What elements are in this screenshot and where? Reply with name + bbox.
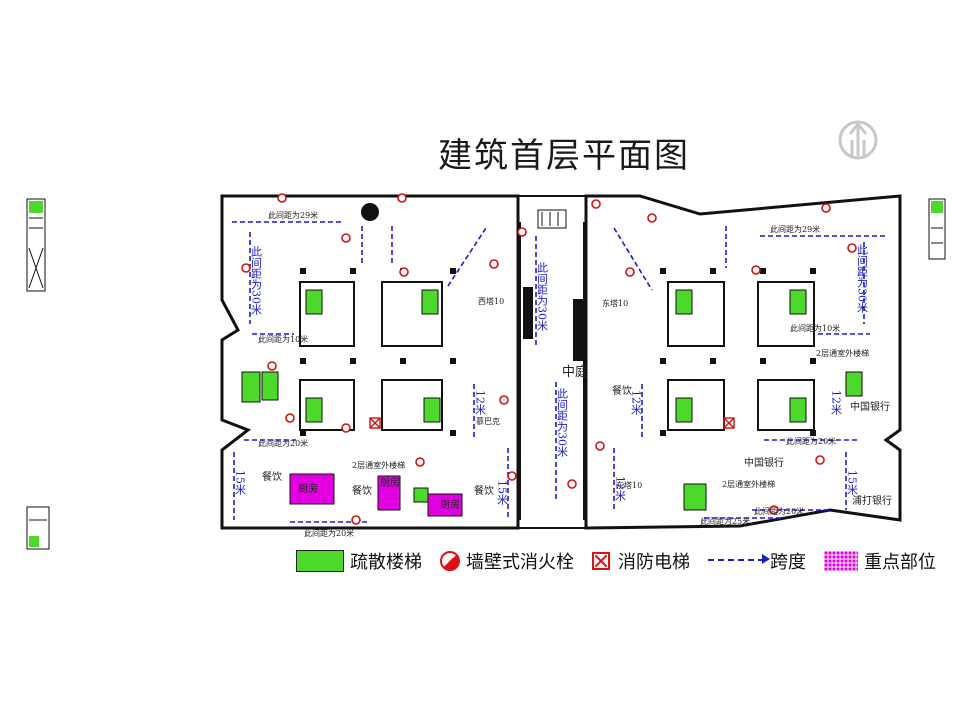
label-right-dist-20: 此间距为20米 [786,436,836,446]
evacuation-stairs [241,289,863,511]
label-left-span-12: 12米 [474,390,487,416]
fire-hydrants [241,193,857,525]
left-cores [299,281,443,431]
label-left-dist-20b: 此间距为20米 [304,528,354,538]
label-center-dist-30b: 此间距为30米 [556,388,569,458]
stair-swatch-icon [296,550,344,572]
label-left-dist-10: 此间距为10米 [258,334,308,344]
legend-key-area: 重点部位 [824,548,936,574]
legend-hydrant-label: 墙壁式消火栓 [466,552,574,573]
legend-elevator: 消防电梯 [592,548,690,574]
label-right-span-12c: 12米 [830,390,843,416]
label-left-dist-20: 此间距为20米 [258,438,308,448]
label-east-tower-2: 东塔10 [616,480,642,490]
label-west-tower: 西塔10 [478,296,504,306]
label-right-dining: 餐饮 [612,384,632,397]
page-title: 建筑首层平面图 [438,136,690,176]
label-left-span-15: 15米 [234,470,247,496]
label-right-dist-20b: 此间距为20米 [754,506,804,516]
label-right-stair2: 2层通室外楼梯 [722,479,775,489]
label-dining-1: 餐饮 [262,470,282,483]
legend-stair: 疏散楼梯 [296,548,422,574]
hydrant-icon [440,551,460,571]
label-left-span-15b: 15米 [496,480,509,506]
span-arrows [232,221,888,523]
label-kitchen-3: 厨房 [440,498,460,511]
legend-span: 跨度 [708,548,806,574]
label-left-dist-30: 此间距为30米 [250,246,263,316]
fire-elevator-icon [592,552,610,570]
label-right-dist-30: 此间距为30米 [856,244,869,314]
label-right-dist-25: 此间距为25米 [700,516,750,526]
left-wing-walls [220,194,520,530]
label-right-stair2b: 2层通室外楼梯 [816,348,869,358]
label-right-dist-top: 此间距为29米 [770,224,820,234]
key-area-swatch-icon [824,551,858,571]
legend-elevator-label: 消防电梯 [618,552,690,573]
label-dining-3: 餐饮 [474,484,494,497]
center-atrium [518,195,586,529]
north-arrow-icon [838,120,878,160]
key-areas [289,473,463,517]
label-bank-1: 中国银行 [850,400,890,413]
side-legend-left [26,198,46,292]
label-left-dist-top: 此间距为29米 [268,210,318,220]
label-atrium: 中庭 [562,364,588,380]
right-wing-walls [584,194,902,530]
side-legend-bottom [26,506,50,550]
legend-stair-label: 疏散楼梯 [350,552,422,573]
label-center-dist-30: 此间距为30米 [536,262,549,332]
label-kitchen-2: 厨房 [380,476,400,489]
label-dining-2: 餐饮 [352,484,372,497]
label-right-span-15: 15米 [846,470,859,496]
label-left-stair2: 2层通室外楼梯 [352,460,405,470]
label-east-tower: 东塔10 [602,298,628,308]
legend-key-area-label: 重点部位 [864,552,936,573]
label-kitchen-1: 厨房 [298,482,318,495]
label-bank-3: 浦打银行 [852,494,892,507]
label-bar: 慕巴克 [476,416,500,426]
label-right-span-12: 12米 [630,390,643,416]
label-right-span-12b: 12米 [614,476,627,502]
legend: 疏散楼梯 墙壁式消火栓 消防电梯 跨度 重点部位 [296,548,954,574]
label-bank-2: 中国银行 [744,456,784,469]
legend-hydrant: 墙壁式消火栓 [440,548,574,574]
side-legend-right [928,198,946,260]
escalators [537,209,567,229]
span-arrow-icon [708,554,770,564]
fire-elevators [369,417,735,429]
label-right-dist-10: 此间距为10米 [790,323,840,333]
legend-span-label: 跨度 [770,552,806,573]
